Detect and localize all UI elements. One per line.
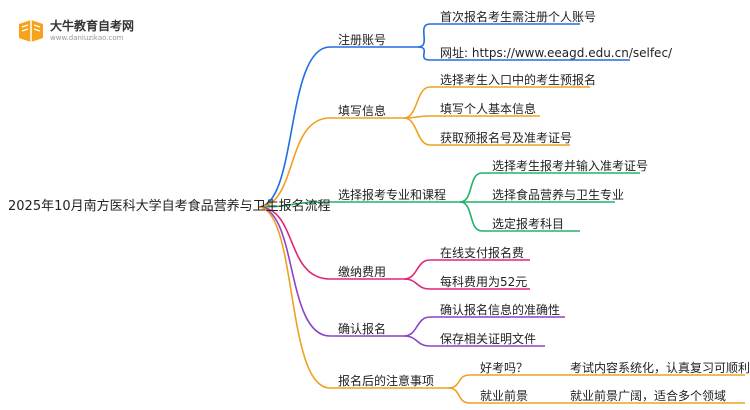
leaf-topic: 获取预报名号及准考证号 bbox=[440, 131, 573, 145]
leaf-topic: 每科费用为52元 bbox=[440, 275, 528, 289]
leaf-topic: 好考吗？ bbox=[480, 361, 529, 375]
book-logo-icon bbox=[19, 20, 43, 42]
branch-connector bbox=[257, 46, 418, 208]
leaf-connector bbox=[447, 387, 552, 404]
leaf-connector bbox=[403, 259, 530, 280]
root-topic: 2025年10月南方医科大学自考食品营养与卫生报名流程 bbox=[8, 199, 331, 214]
branch-connector bbox=[257, 206, 404, 337]
leaf-connector bbox=[417, 23, 580, 48]
leaf-connector bbox=[459, 172, 640, 203]
leaf-connector bbox=[403, 278, 530, 290]
leaf-connector bbox=[459, 201, 580, 232]
leaf-topic: 网址: https://www.eeagd.edu.cn/selfec/ bbox=[440, 46, 673, 60]
branch-topic: 报名后的注意事项 bbox=[338, 374, 435, 388]
branch-topic: 缴纳费用 bbox=[338, 265, 387, 279]
leaf-topic: 选定报考科目 bbox=[492, 217, 565, 231]
leaf-topic: 确认报名信息的准确性 bbox=[440, 303, 561, 317]
leaf-topic: 就业前景 bbox=[480, 389, 529, 403]
site-logo: 大牛教育自考网 www.daniuzikao.com bbox=[16, 14, 136, 48]
branch-connector bbox=[257, 201, 460, 208]
leaf-connector bbox=[403, 117, 570, 146]
leaf-topic: 填写个人基本信息 bbox=[440, 102, 537, 116]
branch-topic: 填写信息 bbox=[338, 104, 387, 118]
leaf-topic: 选择食品营养与卫生专业 bbox=[492, 188, 625, 202]
leaf-topic: 选择考生入口中的考生预报名 bbox=[440, 73, 597, 87]
branch-topic: 注册账号 bbox=[338, 33, 387, 47]
leaf-topic: 保存相关证明文件 bbox=[440, 332, 537, 346]
branch-connector bbox=[257, 206, 448, 389]
leaf-topic: 在线支付报名费 bbox=[440, 246, 525, 260]
detail-text: 就业前景广阔，适合多个领域 bbox=[570, 389, 727, 403]
leaf-topic: 选择考生报考并输入准考证号 bbox=[492, 159, 649, 173]
branch-topic: 选择报考专业和课程 bbox=[338, 188, 447, 202]
detail-text: 考试内容系统化，认真复习可顺利通过 bbox=[570, 361, 750, 375]
leaf-connector bbox=[403, 86, 590, 119]
leaf-connector bbox=[403, 335, 545, 347]
leaf-topic: 首次报名考生需注册个人账号 bbox=[440, 10, 597, 24]
logo-name: 大牛教育自考网 bbox=[50, 19, 135, 33]
leaf-connector bbox=[447, 374, 552, 389]
branch-connector bbox=[257, 117, 404, 208]
branch-connector bbox=[257, 206, 404, 280]
logo-url: www.daniuzikao.com bbox=[50, 34, 124, 42]
leaf-connector bbox=[417, 46, 630, 61]
leaf-connector bbox=[403, 316, 565, 337]
branch-topic: 确认报名 bbox=[338, 322, 387, 336]
